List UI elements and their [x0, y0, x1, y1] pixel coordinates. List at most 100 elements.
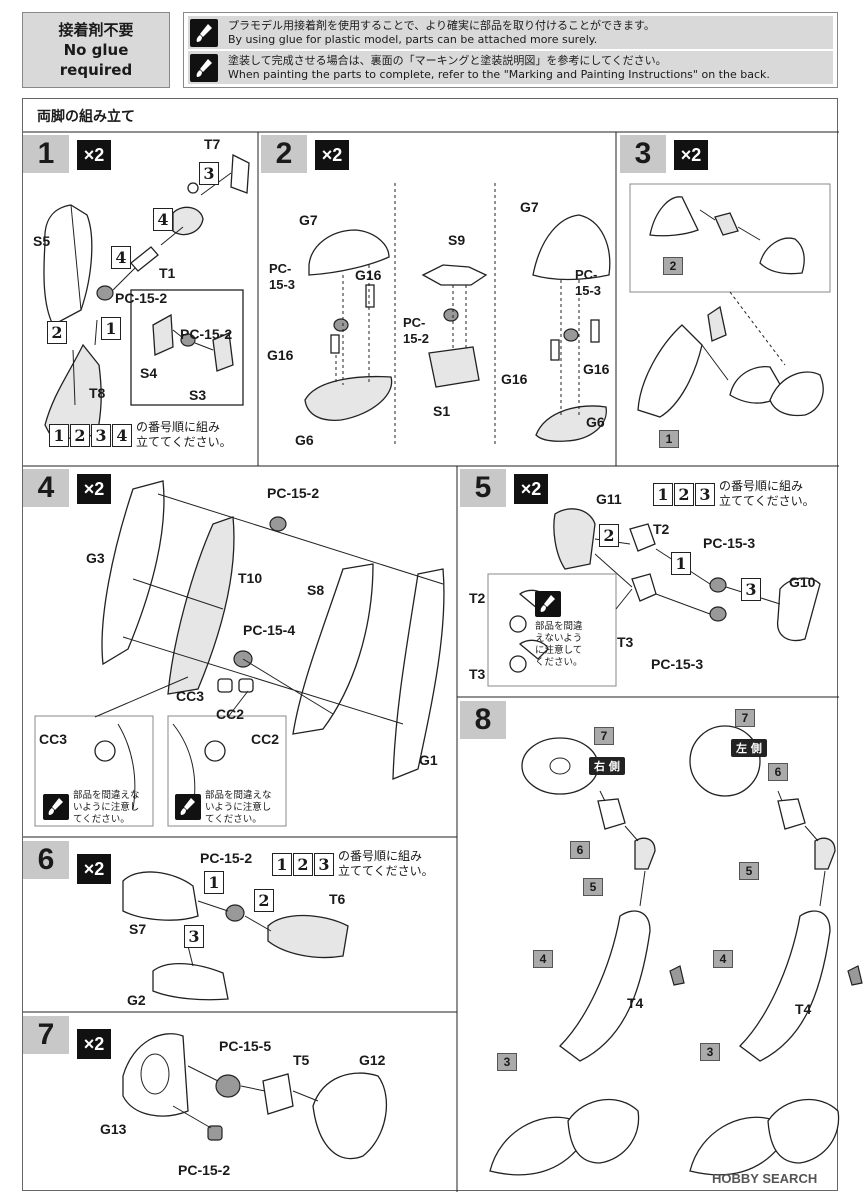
s5-label-t2: T2 — [653, 521, 670, 537]
s5-label-pc15-3-bottom: PC-15-3 — [651, 656, 704, 672]
s8-left-ref-7: 7 — [735, 709, 755, 727]
s2-label-s9: S9 — [448, 232, 466, 248]
s2-label-g7-right: G7 — [520, 199, 539, 215]
s4-warning-icon-right — [175, 794, 201, 820]
s8-right-ref-7: 7 — [594, 727, 614, 745]
s1-label-t1: T1 — [159, 265, 176, 281]
s5-warning-text: 部品を間違 えないよう に注意して ください。 — [535, 621, 583, 669]
s4-label-s8: S8 — [307, 582, 325, 598]
s2-label-g16-left-2: G16 — [267, 347, 294, 363]
s4-label-cc2: CC2 — [216, 706, 245, 722]
s6-order-text-2: 立ててください。 — [338, 864, 434, 878]
s8-left-label-t4: T4 — [795, 1001, 812, 1017]
s8-left-ref-3: 3 — [700, 1043, 720, 1061]
s5-mark-2: 2 — [599, 524, 619, 547]
s6-mark-2: 2 — [254, 889, 274, 912]
step-3-number: 3 — [620, 135, 666, 173]
no-glue-badge: 接着剤不要 No glue required — [22, 12, 170, 88]
s1-label-t8: T8 — [89, 385, 106, 401]
s5-label-t3: T3 — [617, 634, 634, 650]
s5-warning-icon — [535, 591, 561, 617]
s1-mark-3: 3 — [199, 162, 219, 185]
s2-label-pc-left-2: 15-3 — [269, 277, 296, 292]
s1-order-text-2: 立ててください。 — [136, 435, 232, 449]
s1-order-3: 3 — [91, 423, 111, 447]
s5-label-pc15-3-top: PC-15-3 — [703, 535, 756, 551]
step-5-drawing — [487, 508, 821, 687]
step-3-multiplier: ×2 — [674, 140, 708, 170]
s8-right-ref-5: 5 — [583, 878, 603, 896]
brush-icon — [190, 18, 218, 47]
s5-callout-t3: T3 — [469, 666, 486, 682]
s4-label-g3: G3 — [86, 550, 105, 566]
s5-callout-t2: T2 — [469, 590, 486, 606]
s5-mark-3: 3 — [741, 578, 761, 601]
s5-order-note: 1 2 3 の番号順に組み 立ててください。 — [653, 479, 815, 509]
step-2-drawing — [304, 214, 611, 442]
s6-label-pc15-2: PC-15-2 — [200, 850, 253, 866]
s4-warn-left-3: てください。 — [73, 814, 130, 825]
step-6-multiplier: ×2 — [77, 854, 111, 884]
step-5-multiplier: ×2 — [514, 474, 548, 504]
leg-assembly-frame: 両脚の組み立て 1 ×2 — [22, 98, 863, 1192]
s4-label-pc15-2: PC-15-2 — [267, 485, 320, 501]
section-title: 両脚の組み立て — [37, 109, 135, 125]
step-1-number: 1 — [23, 135, 69, 173]
s1-order-text-1: の番号順に組み — [136, 420, 221, 434]
step-8-number: 8 — [460, 701, 506, 739]
s1-mark-1: 1 — [101, 317, 121, 340]
step-7-multiplier: ×2 — [77, 1029, 111, 1059]
s4-label-pc15-4: PC-15-4 — [243, 622, 296, 638]
step-7-number: 7 — [23, 1016, 69, 1054]
s4-warn-right-1: 部品を間違えな — [205, 790, 272, 801]
s8-left-side-tag: 左 側 — [731, 739, 767, 757]
glue-note: プラモデル用接着剤を使用することで、より確実に部品を取り付けることができます。 … — [188, 16, 833, 49]
s5-mark-1: 1 — [671, 552, 691, 575]
step-7-drawing — [122, 1033, 388, 1160]
step-4-drawing — [34, 480, 445, 827]
paint-note: 塗装して完成させる場合は、裏面の「マーキングと塗装説明図」を参考にしてください。… — [188, 51, 833, 84]
s1-callout-s4: S4 — [140, 365, 158, 381]
s4-label-g1: G1 — [419, 752, 438, 768]
s8-right-label-t4: T4 — [627, 995, 644, 1011]
s1-label-t7: T7 — [204, 136, 221, 152]
header-notes: プラモデル用接着剤を使用することで、より確実に部品を取り付けることができます。 … — [183, 12, 838, 88]
s5-label-g10: G10 — [789, 574, 816, 590]
step-2-multiplier: ×2 — [315, 140, 349, 170]
s2-label-pc-left-1: PC- — [269, 261, 292, 276]
s5-order-3: 3 — [695, 482, 715, 506]
s5-order-text-2: 立ててください。 — [719, 494, 815, 508]
s3-ref-1: 1 — [659, 430, 679, 448]
s7-label-g12: G12 — [359, 1052, 386, 1068]
glue-note-ja: プラモデル用接着剤を使用することで、より確実に部品を取り付けることができます。 — [228, 18, 655, 32]
s1-label-pc15-2: PC-15-2 — [115, 290, 168, 306]
s7-label-g13: G13 — [100, 1121, 127, 1137]
glue-note-en: By using glue for plastic model, parts c… — [228, 32, 598, 46]
s8-right-ref-4: 4 — [533, 950, 553, 968]
s6-order-2: 2 — [293, 852, 313, 876]
s4-warn-right-3: てください。 — [205, 814, 262, 825]
s1-callout-s3: S3 — [189, 387, 207, 403]
s8-left-ref-5: 5 — [739, 862, 759, 880]
s7-label-t5: T5 — [293, 1052, 310, 1068]
s6-order-1: 1 — [272, 852, 292, 876]
s7-label-pc15-5: PC-15-5 — [219, 1038, 272, 1054]
s5-order-2: 2 — [674, 482, 694, 506]
s2-label-pc-mid-2: 15-2 — [403, 331, 430, 346]
step-8-drawing — [489, 725, 863, 1176]
s5-label-g11: G11 — [596, 491, 622, 507]
s4-warning-icon-left — [43, 794, 69, 820]
s6-label-t6: T6 — [329, 891, 346, 907]
s5-warn-3: に注意して — [535, 645, 583, 656]
step-6-drawing — [122, 871, 349, 1001]
s1-order-1: 1 — [49, 423, 69, 447]
s2-label-g16-right-1: G16 — [501, 371, 528, 387]
s4-label-t10: T10 — [238, 570, 263, 586]
s1-order-note: 1 2 3 4 の番号順に組み 立ててください。 — [49, 420, 232, 450]
s2-label-g6-left: G6 — [295, 432, 314, 448]
s1-order-4: 4 — [112, 423, 132, 447]
no-glue-en-1: No glue — [63, 41, 129, 59]
s5-order-1: 1 — [653, 482, 673, 506]
s4-callout-cc3: CC3 — [39, 731, 68, 747]
s6-order-text-1: の番号順に組み — [338, 849, 423, 863]
